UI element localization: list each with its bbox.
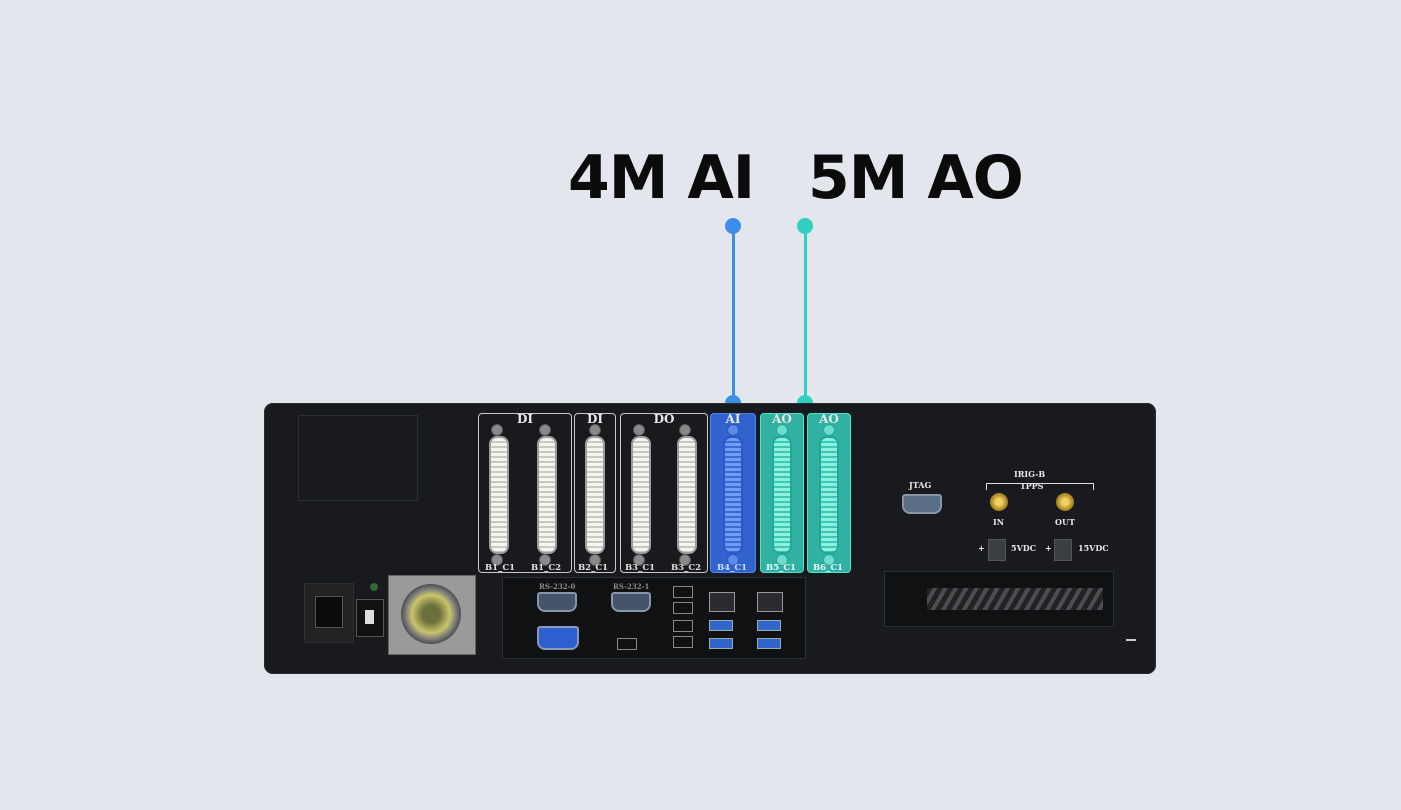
status-led bbox=[370, 583, 378, 591]
callout-label-ao: 5M AO bbox=[808, 143, 1024, 213]
connector-label: B5_C1 bbox=[766, 563, 797, 573]
slot-title: DI bbox=[516, 412, 534, 426]
jtag-label: JTAG bbox=[909, 480, 932, 490]
leader-dot-ai-top bbox=[725, 218, 741, 234]
screw bbox=[539, 424, 551, 436]
slot-title: AO bbox=[819, 412, 839, 426]
screw bbox=[823, 424, 835, 436]
plus-sign: + bbox=[1045, 543, 1052, 553]
usb-port[interactable] bbox=[757, 620, 781, 631]
slot-title: DI bbox=[586, 412, 604, 426]
irig-in-label: IN bbox=[993, 517, 1005, 527]
slot-title: AI bbox=[725, 412, 741, 426]
dsub-connector[interactable] bbox=[723, 436, 743, 554]
screw bbox=[679, 424, 691, 436]
screw bbox=[491, 554, 503, 566]
dsub-connector[interactable] bbox=[537, 436, 557, 554]
screw bbox=[633, 554, 645, 566]
rs232-0-label: RS-232-0 bbox=[539, 582, 576, 591]
expansion-vent bbox=[884, 571, 1114, 627]
ethernet-port[interactable] bbox=[757, 592, 783, 612]
screw bbox=[491, 424, 503, 436]
displayport[interactable] bbox=[673, 620, 693, 632]
vga-port[interactable] bbox=[537, 626, 579, 650]
screw bbox=[633, 424, 645, 436]
rs232-1-port[interactable] bbox=[611, 592, 651, 612]
connector-label: B3_C1 bbox=[625, 563, 656, 573]
usb-port[interactable] bbox=[757, 638, 781, 649]
irig-label: IRIG-B bbox=[1014, 469, 1046, 479]
screw bbox=[679, 554, 691, 566]
slot-ai: AI B4_C1 bbox=[710, 412, 756, 573]
screw bbox=[589, 554, 601, 566]
5vdc-terminal[interactable] bbox=[988, 539, 1006, 561]
io-panel: RS-232-0 RS-232-1 bbox=[502, 577, 806, 659]
slot-di-1: DI B1_C1 B1_C2 bbox=[478, 412, 572, 573]
dsub-connector[interactable] bbox=[489, 436, 509, 554]
screw bbox=[539, 554, 551, 566]
screw bbox=[727, 554, 739, 566]
rs232-0-port[interactable] bbox=[537, 592, 577, 612]
connector-label: B6_C1 bbox=[813, 563, 844, 573]
jtag-port[interactable] bbox=[902, 494, 942, 514]
15vdc-label: 15VDC bbox=[1078, 543, 1109, 553]
power-switch[interactable] bbox=[356, 599, 384, 637]
connector-label: B4_C1 bbox=[717, 563, 748, 573]
fan-icon bbox=[388, 575, 476, 655]
slot-di-2: DI B2_C1 bbox=[574, 412, 616, 573]
5vdc-label: 5VDC bbox=[1011, 543, 1037, 553]
screw bbox=[589, 424, 601, 436]
dsub-connector[interactable] bbox=[772, 436, 792, 554]
rs232-1-label: RS-232-1 bbox=[613, 582, 650, 591]
leader-dot-ao-top bbox=[797, 218, 813, 234]
screw bbox=[727, 424, 739, 436]
slot-title: DO bbox=[653, 412, 675, 426]
connector-label: B1_C2 bbox=[531, 563, 562, 573]
connector-label: B1_C1 bbox=[485, 563, 516, 573]
dsub-connector[interactable] bbox=[585, 436, 605, 554]
slot-ao-2: AO B6_C1 bbox=[807, 412, 851, 573]
screw bbox=[823, 554, 835, 566]
irig-out-connector[interactable] bbox=[1056, 493, 1074, 511]
displayport[interactable] bbox=[673, 586, 693, 598]
ground-icon bbox=[1126, 639, 1136, 655]
slot-ao-1: AO B5_C1 bbox=[760, 412, 804, 573]
irig-bracket bbox=[986, 483, 1094, 490]
leader-line-ao bbox=[804, 226, 807, 402]
ethernet-port[interactable] bbox=[709, 592, 735, 612]
usb-port[interactable] bbox=[709, 638, 733, 649]
irig-in-connector[interactable] bbox=[990, 493, 1008, 511]
chassis-rear-panel: DI B1_C1 B1_C2 DI B2_C1 DO B3_C1 B3_C2 A… bbox=[264, 403, 1156, 674]
15vdc-terminal[interactable] bbox=[1054, 539, 1072, 561]
connector-label: B3_C2 bbox=[671, 563, 702, 573]
displayport[interactable] bbox=[673, 636, 693, 648]
irig-pps-label: 1PPS bbox=[1020, 481, 1044, 491]
screw bbox=[776, 424, 788, 436]
usb-port[interactable] bbox=[709, 620, 733, 631]
slot-title: AO bbox=[772, 412, 792, 426]
dsub-connector[interactable] bbox=[819, 436, 839, 554]
power-inlet[interactable] bbox=[304, 583, 354, 643]
plus-sign: + bbox=[978, 543, 985, 553]
displayport[interactable] bbox=[673, 602, 693, 614]
leader-line-ai bbox=[732, 226, 735, 402]
dsub-connector[interactable] bbox=[631, 436, 651, 554]
irig-out-label: OUT bbox=[1055, 517, 1075, 527]
screw bbox=[776, 554, 788, 566]
connector-label: B2_C1 bbox=[578, 563, 609, 573]
slot-do: DO B3_C1 B3_C2 bbox=[620, 412, 708, 573]
blank-plate bbox=[298, 415, 418, 501]
dsub-connector[interactable] bbox=[677, 436, 697, 554]
callout-label-ai: 4M AI bbox=[568, 143, 755, 213]
hdmi-port[interactable] bbox=[617, 638, 637, 650]
